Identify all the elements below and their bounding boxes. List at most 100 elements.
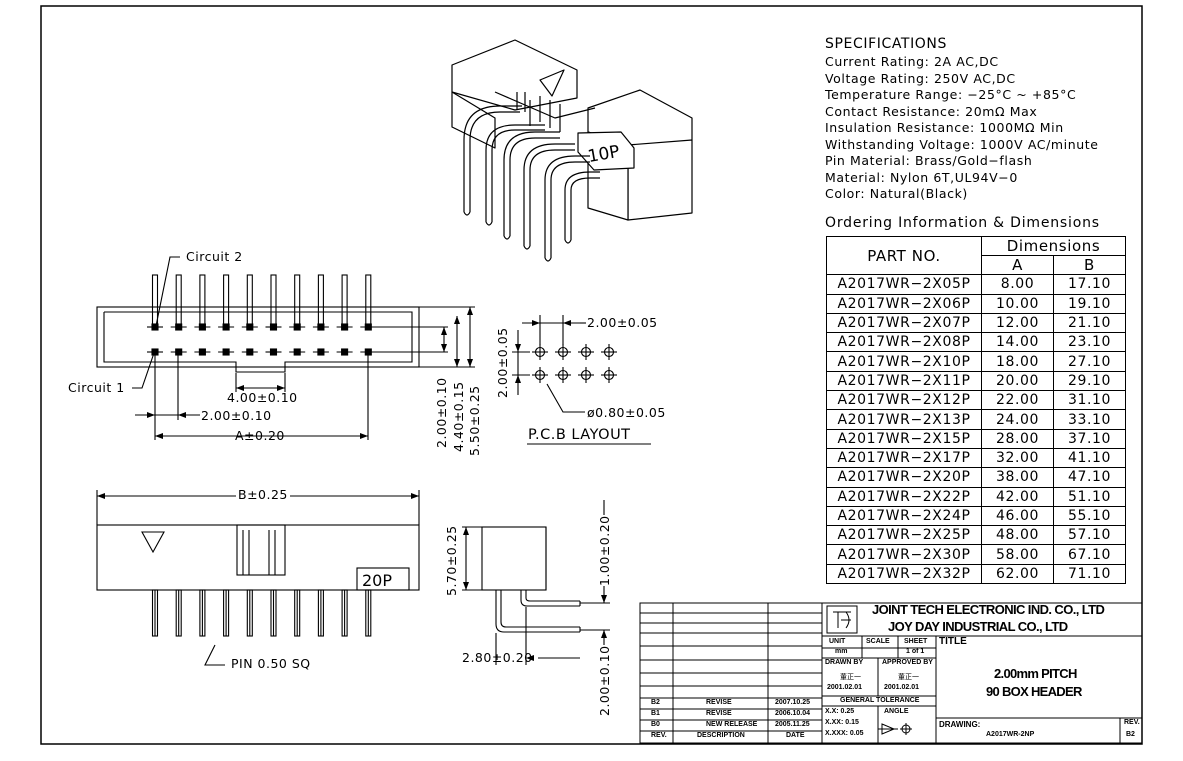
dim-a-cell: 48.00 <box>981 525 1054 546</box>
dim-a-cell: 12.00 <box>981 312 1054 334</box>
dim-a-cell: 32.00 <box>981 447 1054 469</box>
dim-b-cell: 19.10 <box>1053 293 1126 314</box>
part-number-cell: A2017WR−2X22P <box>826 486 982 507</box>
dim-a-cell: 20.00 <box>981 370 1054 392</box>
circuit-1-label: Circuit 1 <box>68 380 125 395</box>
dim-a-cell: 62.00 <box>981 563 1054 585</box>
circuit-2-label: Circuit 2 <box>186 249 243 264</box>
col-a-header: A <box>981 254 1054 276</box>
top-view <box>96 256 475 440</box>
side-arrowheads <box>463 527 607 661</box>
part-number-cell: A2017WR−2X17P <box>826 447 982 469</box>
company-name-1: JOINT TECH ELECTRONIC IND. CO., LTD <box>872 602 1105 617</box>
dim-a-cell: 42.00 <box>981 486 1054 507</box>
front-pin-count-label: 20P <box>362 571 392 590</box>
unit-label: UNIT <box>829 638 846 645</box>
rev-description-cell: REVISE <box>706 699 732 706</box>
top-pin-tail <box>223 274 230 328</box>
top-pin-tail <box>151 274 159 328</box>
part-number-cell: A2017WR−2X07P <box>826 312 982 334</box>
dim-b-label: B±0.25 <box>236 487 290 502</box>
tolerance-2: X.XX: 0.15 <box>825 719 859 726</box>
dim-a-cell: 46.00 <box>981 505 1054 527</box>
dim-a-cell: 22.00 <box>981 390 1054 411</box>
spec-line: Contact Resistance: 20mΩ Max <box>825 103 1038 119</box>
dim-v-550-label: 5.50±0.25 <box>467 385 482 456</box>
rev-cell: B0 <box>651 721 660 728</box>
rev-description-cell: REVISE <box>706 710 732 717</box>
dim-2mm-label: 2.00±0.10 <box>201 408 272 423</box>
top-pin-tail <box>294 274 301 328</box>
part-number-cell: A2017WR−2X11P <box>826 370 982 392</box>
sheet-border <box>40 5 1143 745</box>
top-pin-tail <box>199 274 206 328</box>
part-number-cell: A2017WR−2X15P <box>826 428 982 449</box>
top-pin-tail <box>270 274 277 328</box>
rev-description-cell: NEW RELEASE <box>706 721 758 728</box>
part-number-cell: A2017WR−2X20P <box>826 467 982 488</box>
dim-a-cell: 14.00 <box>981 332 1054 353</box>
dim-4mm-label: 4.00±0.10 <box>227 390 298 405</box>
dim-b-cell: 71.10 <box>1053 563 1126 585</box>
title-block <box>639 602 1143 744</box>
part-number-cell: A2017WR−2X32P <box>826 563 982 585</box>
dim-200b-label: 2.00±0.10 <box>597 645 612 716</box>
pcb-pitch-h-label: 2.00±0.05 <box>587 315 658 330</box>
spec-line: Material: Nylon 6T,UL94V−0 <box>825 169 1018 185</box>
general-tolerance-label: GENERAL TOLERANCE <box>840 697 920 704</box>
dim-a-cell: 24.00 <box>981 409 1054 430</box>
dimensions-header: Dimensions <box>981 236 1126 256</box>
part-number-cell: A2017WR−2X30P <box>826 544 982 565</box>
spec-line: Color: Natural(Black) <box>825 186 968 201</box>
top-pin-field <box>147 274 377 356</box>
dim-b-cell: 47.10 <box>1053 467 1126 488</box>
dim-b-cell: 57.10 <box>1053 525 1126 546</box>
description-column-header: DESCRIPTION <box>697 732 745 739</box>
title-label: TITLE <box>939 636 967 647</box>
pin-size-label: PIN 0.50 SQ <box>231 656 311 671</box>
dim-b-cell: 23.10 <box>1053 332 1126 353</box>
dim-v-440-label: 4.40±0.15 <box>451 381 466 452</box>
rev-column-header: REV. <box>651 732 667 739</box>
dim-100-label: 1.00±0.20 <box>597 515 612 586</box>
approved-date: 2001.02.01 <box>884 684 920 691</box>
spec-line: Insulation Resistance: 1000MΩ Min <box>825 120 1064 135</box>
dim-a-cell: 10.00 <box>981 293 1054 314</box>
specifications-title: SPECIFICATIONS <box>825 36 947 52</box>
scale-label: SCALE <box>866 638 890 645</box>
tolerance-3: X.XXX: 0.05 <box>825 730 864 737</box>
title-line-2: 90 BOX HEADER <box>986 684 1082 699</box>
part-number-cell: A2017WR−2X12P <box>826 390 982 411</box>
spec-line: Current Rating: 2A AC,DC <box>825 54 999 69</box>
pcb-arrowheads <box>515 320 571 383</box>
dim-a-label: A±0.20 <box>235 428 285 443</box>
top-pin-tail <box>365 274 372 328</box>
ordering-title: Ordering Information & Dimensions <box>825 215 1100 231</box>
pcb-layout-view <box>512 315 651 445</box>
approved-by-name: 董正一 <box>898 674 919 681</box>
rev-date-cell: 2005.11.25 <box>775 721 810 728</box>
col-b-header: B <box>1053 254 1126 276</box>
drawing-number: A2017WR-2NP <box>986 731 1035 738</box>
dim-b-cell: 31.10 <box>1053 390 1126 411</box>
dim-570-label: 5.70±0.25 <box>444 525 459 596</box>
dim-a-cell: 8.00 <box>981 274 1054 295</box>
dim-b-cell: 33.10 <box>1053 409 1126 430</box>
dim-a-cell: 38.00 <box>981 467 1054 488</box>
rev-label: REV. <box>1124 719 1140 726</box>
